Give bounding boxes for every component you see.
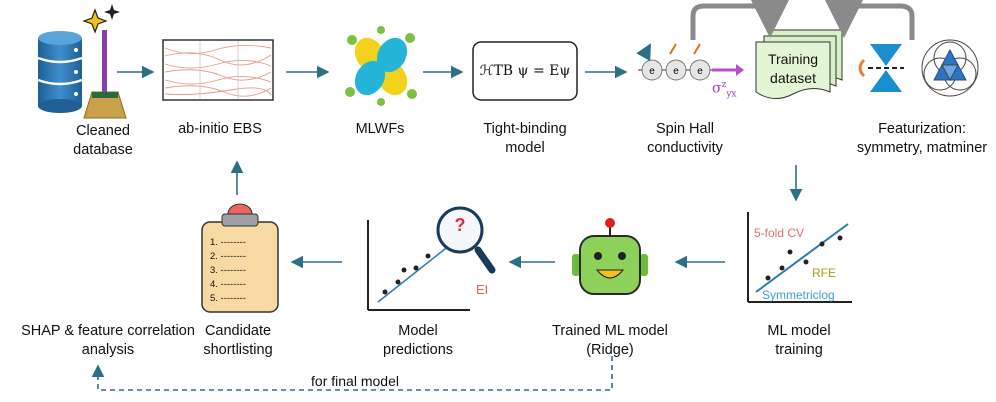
question-mark: ?: [454, 215, 466, 235]
tight-binding-label: Tight-binding model: [466, 120, 584, 158]
tb-equation: ℋTB ψ = Eψ: [479, 63, 571, 79]
wannier-orbital-icon: [345, 26, 417, 106]
symmetriclog-tag: Symmetriclog: [762, 288, 835, 302]
trained-model-line1: Trained ML model: [552, 323, 668, 339]
lattice-icon: [921, 39, 979, 97]
cleaned-database-label: Cleaned database: [58, 122, 148, 160]
shortlist-item: 3. --------: [210, 265, 246, 276]
tight-binding-line1: Tight-binding: [483, 121, 567, 137]
shortlist-item: 2. --------: [210, 251, 246, 262]
sigma-sub: yx: [726, 89, 737, 100]
featurization-line2: symmetry, matminer: [856, 140, 988, 156]
training-dataset-line2: dataset: [770, 70, 816, 86]
broom-icon: [83, 30, 127, 119]
ml-training-line1: ML model: [767, 323, 831, 339]
ml-training-line2: training: [775, 342, 823, 358]
featurization-line1: Featurization:: [878, 121, 966, 137]
model-predictions-label: Model predictions: [368, 322, 468, 360]
training-dataset-label: Training dataset: [756, 50, 830, 88]
cv-tag: 5-fold CV: [754, 226, 805, 240]
candidate-line1: Candidate: [204, 323, 272, 339]
final-model-label: for final model: [311, 373, 399, 389]
spin-hall-label: Spin Hall conductivity: [630, 120, 740, 158]
dashed-final-model-arrow: [91, 356, 613, 391]
training-plot: [747, 212, 852, 303]
svg-text:e: e: [673, 66, 679, 77]
sigma-sup: z: [721, 80, 727, 90]
cleaned-database-line1: Cleaned: [75, 123, 130, 139]
database-icon: [37, 31, 83, 113]
sparkle-icon: [82, 4, 120, 34]
sigma-symbol: σzyx: [712, 76, 736, 104]
magnifier-icon: [436, 206, 496, 274]
shap-label: SHAP & feature correlation analysis: [18, 322, 198, 360]
band-structure-panel: [162, 39, 274, 101]
shortlist-item: 5. --------: [210, 293, 246, 304]
spin-hall-line1: Spin Hall: [655, 121, 715, 137]
shortlist-item: 4. --------: [210, 279, 246, 290]
svg-text:e: e: [697, 66, 703, 77]
spin-hall-line2: conductivity: [647, 140, 723, 156]
candidate-line2: shortlisting: [203, 342, 273, 358]
symmetry-icon: [858, 44, 904, 92]
cleaned-database-line2: database: [73, 142, 133, 158]
shap-icon: [79, 227, 145, 308]
robot-icon: [572, 218, 648, 295]
gray-arrow-from-features: [824, 0, 915, 40]
shortlist-items: 1. -------- 2. -------- 3. -------- 4. -…: [210, 236, 246, 306]
shortlist-item: 1. --------: [210, 237, 246, 248]
candidate-label: Candidate shortlisting: [186, 322, 290, 360]
gray-arrow-to-dataset: [690, 0, 790, 40]
shap-line1: SHAP & feature correlation: [21, 323, 195, 339]
trained-model-label: Trained ML model (Ridge): [548, 322, 672, 360]
mlwfs-label: MLWFs: [355, 121, 405, 137]
shap-line2: analysis: [81, 342, 135, 358]
featurization-label: Featurization: symmetry, matminer: [852, 120, 992, 158]
training-dataset-icon: [755, 29, 843, 99]
ml-training-label: ML model training: [744, 322, 854, 360]
clipboard-icon: [201, 203, 279, 313]
svg-text:e: e: [649, 66, 655, 77]
trained-model-line2: (Ridge): [586, 342, 634, 358]
spin-hall-icon: e e e: [636, 43, 744, 81]
model-predictions-line2: predictions: [382, 342, 454, 358]
tight-binding-line2: model: [505, 140, 545, 156]
predictions-plot: [367, 220, 470, 311]
ab-initio-label: ab-initio EBS: [178, 121, 262, 137]
sigma-char: σ: [712, 80, 722, 97]
model-predictions-line1: Model: [398, 323, 438, 339]
tight-binding-box: [472, 41, 578, 101]
rfe-tag: RFE: [812, 266, 836, 280]
ei-label: EI: [476, 282, 489, 297]
training-dataset-line1: Training: [767, 51, 819, 67]
